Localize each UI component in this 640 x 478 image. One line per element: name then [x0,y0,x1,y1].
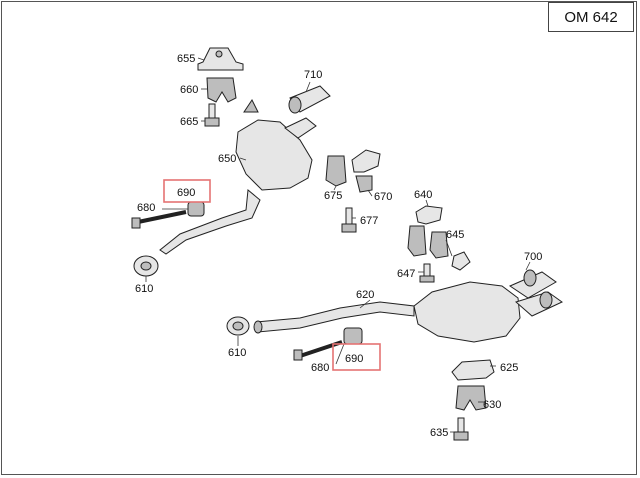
label-670[interactable]: 670 [374,191,392,203]
part-647-bolt[interactable] [423,263,431,277]
part-660-rubber-mount[interactable] [206,77,237,103]
label-650[interactable]: 650 [218,153,236,165]
part-710-tip [288,96,302,114]
part-610-clamp-inner-upper [140,261,152,271]
label-665[interactable]: 665 [180,116,198,128]
part-620-pipe[interactable] [255,301,415,333]
part-640-hanger[interactable] [415,205,443,225]
label-690-lower[interactable]: 690 [345,353,363,365]
part-650-pipe[interactable] [159,189,261,255]
label-680-upper[interactable]: 680 [137,202,155,214]
label-610-upper[interactable]: 610 [135,283,153,295]
label-675[interactable]: 675 [324,190,342,202]
part-700-tip-2 [539,291,553,309]
part-650-rear-muffler[interactable] [235,119,313,191]
label-680-lower[interactable]: 680 [311,362,329,374]
part-670-rubber [355,175,373,193]
part-700-tailpipe-2 [514,291,563,317]
part-640-rubber-left [407,225,427,257]
part-655-hole [215,50,223,58]
part-690-clamp-lower[interactable] [343,327,363,345]
part-677-bolt-head [341,223,357,233]
highlight-box-690-upper [163,179,211,203]
part-625-bracket[interactable] [451,359,495,381]
part-675-hanger[interactable] [325,155,347,187]
label-610-lower[interactable]: 610 [228,347,246,359]
label-660[interactable]: 660 [180,84,198,96]
part-650-hanger [243,99,259,113]
part-645-bracket[interactable] [451,251,471,271]
part-665-bolt[interactable] [208,103,216,119]
part-677-bolt[interactable] [345,207,353,225]
label-690-upper[interactable]: 690 [177,187,195,199]
part-700-tip-1 [523,269,537,287]
part-670-hanger[interactable] [351,149,381,173]
part-630-rubber-mount[interactable] [455,385,487,411]
label-677[interactable]: 677 [360,215,378,227]
part-680-bolt-head-lower [293,349,303,361]
label-620[interactable]: 620 [356,289,374,301]
part-635-bolt-head [453,431,469,441]
part-635-bolt[interactable] [457,417,465,433]
label-635[interactable]: 635 [430,427,448,439]
label-630[interactable]: 630 [483,399,501,411]
part-640-rubber-right [429,231,449,259]
label-625[interactable]: 625 [500,362,518,374]
part-700-front-muffler[interactable] [413,281,521,343]
highlight-box-690-lower [332,343,381,371]
label-655[interactable]: 655 [177,53,195,65]
part-647-bolt-head [419,275,435,283]
part-680-bolt-head-upper [131,217,141,229]
label-710[interactable]: 710 [304,69,322,81]
part-665-bolt-head [204,117,220,127]
part-690-clamp-upper[interactable] [187,201,205,217]
label-700[interactable]: 700 [524,251,542,263]
engine-model-label: OM 642 [548,2,634,32]
label-645[interactable]: 645 [446,229,464,241]
part-620-pipe-end [253,320,263,334]
part-650-outlet [284,117,317,139]
part-680-bolt-upper[interactable] [137,210,187,224]
part-655-bracket[interactable] [197,47,244,71]
label-640[interactable]: 640 [414,189,432,201]
label-647[interactable]: 647 [397,268,415,280]
leader-lines [145,57,531,433]
part-610-clamp-inner-lower [232,321,244,331]
